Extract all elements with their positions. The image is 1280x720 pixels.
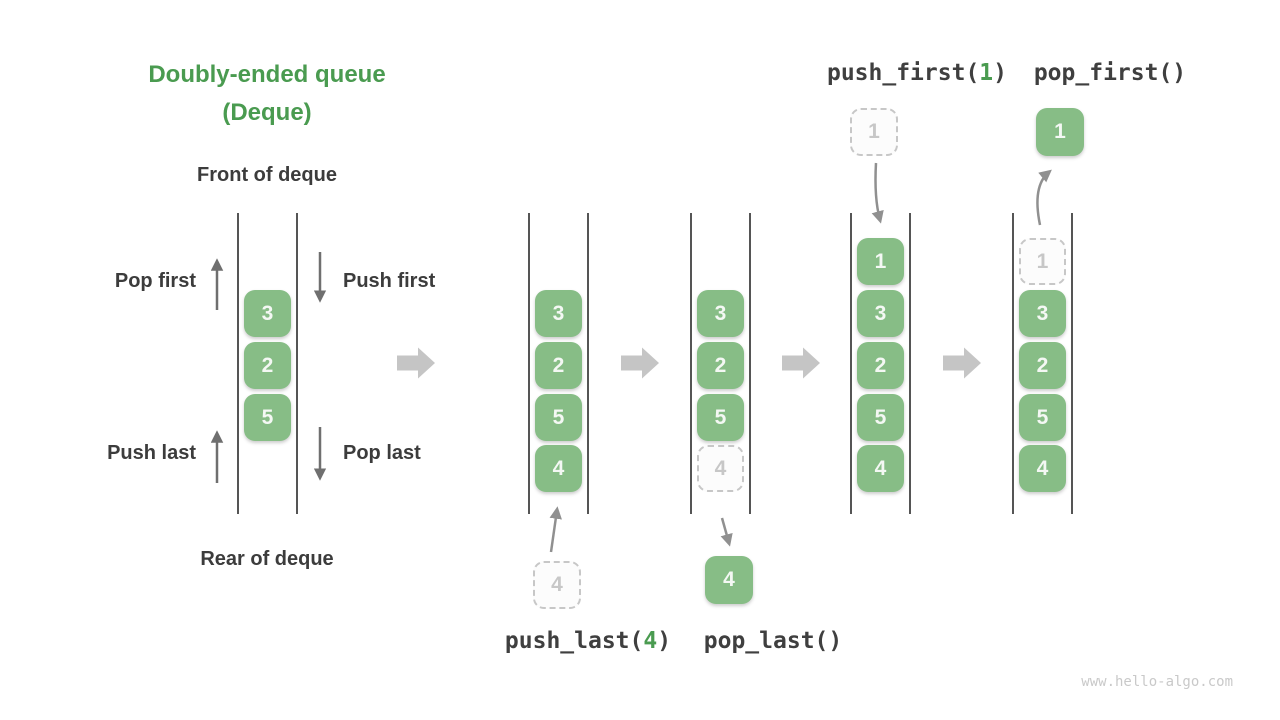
queue-cell: 5 (857, 394, 904, 441)
step-arrow-icon (397, 347, 435, 379)
pop-first-label: Pop first (114, 270, 196, 292)
push-first-source-cell: 1 (850, 108, 898, 156)
queue-state-after-pop-last: 3 2 5 4 (690, 213, 751, 514)
pop-last-result-cell: 4 (705, 556, 753, 604)
queue-cell: 2 (535, 342, 582, 389)
op-text: push_first( (826, 60, 980, 86)
queue-cell-ghost: 4 (697, 445, 744, 492)
pop-last-transfer-arrow-icon (720, 517, 733, 547)
pop-first-op-label: pop_first() (1034, 60, 1186, 86)
queue-state-initial: 3 2 5 (237, 213, 298, 514)
diagram-title-line2: (Deque) (222, 99, 312, 126)
step-arrow-icon (943, 347, 981, 379)
queue-cell: 2 (857, 342, 904, 389)
op-text: pop_first() (1033, 60, 1187, 86)
step-arrow-icon (782, 347, 820, 379)
front-of-deque-label: Front of deque (197, 164, 337, 186)
queue-cell: 5 (535, 394, 582, 441)
queue-cell: 5 (697, 394, 744, 441)
push-last-op-label: push_last(4) (505, 628, 671, 654)
step-arrow-icon (621, 347, 659, 379)
push-last-transfer-arrow-icon (549, 506, 562, 553)
op-text: pop_last() (703, 628, 843, 654)
watermark: www.hello-algo.com (1081, 674, 1233, 690)
queue-cell: 4 (857, 445, 904, 492)
op-text: ) (657, 628, 672, 654)
push-last-source-cell: 4 (533, 561, 581, 609)
queue-cell: 1 (857, 238, 904, 285)
push-first-op-label: push_first(1) (827, 60, 1007, 86)
push-first-transfer-arrow-icon (871, 162, 884, 224)
queue-cell: 3 (535, 290, 582, 337)
push-first-label: Push first (343, 270, 436, 292)
queue-cell: 3 (697, 290, 744, 337)
queue-cell: 2 (697, 342, 744, 389)
queue-cell: 3 (857, 290, 904, 337)
queue-state-after-pop-first: 1 3 2 5 4 (1012, 213, 1073, 514)
queue-cell: 2 (1019, 342, 1066, 389)
queue-cell: 3 (1019, 290, 1066, 337)
queue-cell: 3 (244, 290, 291, 337)
op-arg: 1 (979, 60, 994, 86)
push-last-label: Push last (107, 442, 196, 464)
queue-state-after-push-last: 3 2 5 4 (528, 213, 589, 514)
queue-cell: 4 (1019, 445, 1066, 492)
op-text: push_last( (504, 628, 644, 654)
queue-cell-ghost: 1 (1019, 238, 1066, 285)
op-arg: 4 (643, 628, 658, 654)
pop-last-op-label: pop_last() (704, 628, 842, 654)
pop-last-label: Pop last (343, 442, 421, 464)
op-text: ) (993, 60, 1008, 86)
queue-cell: 4 (535, 445, 582, 492)
queue-cell: 5 (1019, 394, 1066, 441)
queue-state-after-push-first: 1 3 2 5 4 (850, 213, 911, 514)
queue-cell: 5 (244, 394, 291, 441)
diagram-title-line1: Doubly-ended queue (148, 61, 386, 88)
queue-cell: 2 (244, 342, 291, 389)
pop-first-result-cell: 1 (1036, 108, 1084, 156)
rear-of-deque-label: Rear of deque (200, 548, 334, 570)
